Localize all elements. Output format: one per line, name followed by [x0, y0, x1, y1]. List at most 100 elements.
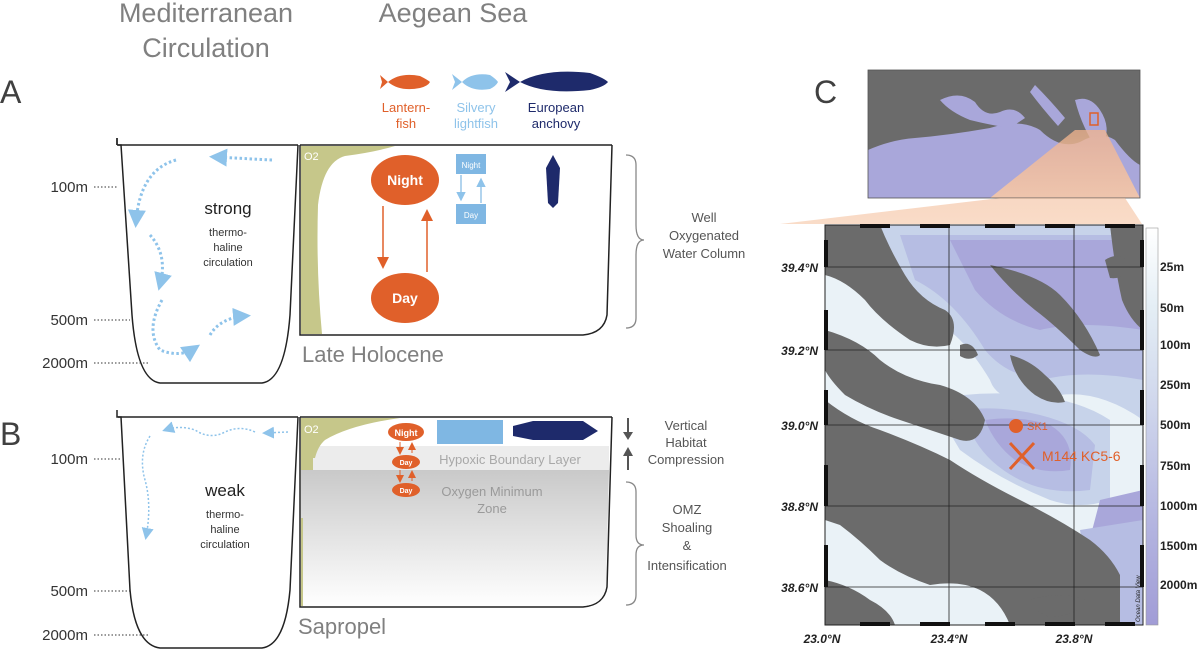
cbar-tick-3: 100m	[1160, 338, 1191, 352]
night-ellipse-a	[371, 155, 439, 205]
strong-desc-3: circulation	[203, 257, 253, 269]
strong-circulation-arrows	[127, 148, 273, 363]
omz-shoal-1: OMZ	[673, 502, 702, 517]
european-anchovy-label-2: anchovy	[532, 116, 581, 131]
omz-shoal-3: &	[683, 538, 692, 553]
day-ellipse-b2	[392, 483, 420, 497]
hypoxic-layer	[301, 446, 609, 470]
lat-label-2: 39.2°N	[781, 344, 818, 358]
anchovy-range-b	[513, 421, 598, 440]
depth-500m-a: 500m	[50, 312, 88, 329]
well-oxy-1: Well	[691, 210, 716, 225]
silvery-lightfish-label-2: lightfish	[454, 116, 498, 131]
omz-shoal-2: Shoaling	[662, 520, 713, 535]
day-label-a: Day	[392, 290, 418, 306]
period-sapropel: Sapropel	[298, 614, 386, 639]
panel-label-b: B	[0, 416, 21, 452]
period-late-holocene: Late Holocene	[302, 342, 444, 367]
depth-100m-a: 100m	[50, 179, 88, 196]
o2-label-b: O2	[304, 424, 319, 436]
lanternfish-label-1: Lantern-	[382, 100, 430, 115]
well-oxy-3: Water Column	[663, 246, 746, 261]
station-sk1-label: SK1	[1027, 421, 1048, 433]
header-mediterranean-line1: Mediterranean	[119, 0, 293, 28]
detail-map	[825, 225, 1143, 625]
o2-label-a: O2	[304, 151, 319, 163]
station-sk1-marker	[1009, 419, 1023, 433]
header-mediterranean-line2: Circulation	[142, 33, 270, 63]
oxygen-layer-a	[301, 146, 395, 334]
omz-shoal-4: Intensification	[647, 558, 727, 573]
cbar-tick-7: 1000m	[1160, 499, 1197, 513]
lat-label-4: 38.8°N	[781, 500, 818, 514]
cbar-tick-4: 250m	[1160, 378, 1191, 392]
cbar-tick-9: 2000m	[1160, 578, 1197, 592]
station-core-marker	[1008, 441, 1036, 471]
bracket-a	[625, 154, 645, 329]
lanternfish-icon	[380, 74, 430, 90]
european-anchovy-label-1: European	[528, 100, 584, 115]
well-oxy-2: Oxygenated	[669, 228, 739, 243]
day-box-a-lightfish	[456, 204, 486, 224]
hypoxic-layer-label: Hypoxic Boundary Layer	[439, 452, 581, 467]
day-label-b1: Day	[400, 460, 413, 467]
depth-2000m-a: 2000m	[42, 355, 88, 372]
lat-label-3: 39.0°N	[781, 419, 818, 433]
panel-label-c: C	[814, 74, 837, 110]
cbar-tick-8: 1500m	[1160, 539, 1197, 553]
strong-desc-2: haline	[213, 242, 242, 254]
lat-label-5: 38.6°N	[781, 581, 818, 595]
depth-100m-b: 100m	[50, 451, 88, 468]
day-small-a: Day	[464, 211, 478, 220]
omz-zone	[301, 470, 609, 606]
inset-projection	[780, 198, 1142, 224]
silvery-lightfish-icon	[452, 74, 498, 90]
strong-label: strong	[204, 199, 251, 218]
cbar-tick-6: 750m	[1160, 459, 1191, 473]
station-core-label: M144 KC5-6	[1042, 448, 1121, 464]
lat-label-1: 39.4°N	[781, 261, 818, 275]
map-frame-ticks	[824, 224, 1144, 626]
day-ellipse-b1	[392, 455, 420, 469]
weak-label: weak	[204, 481, 245, 500]
depth-500m-b: 500m	[50, 583, 88, 600]
weak-circulation-arrows	[141, 421, 289, 540]
night-label-a: Night	[387, 172, 423, 188]
basin-b-outline	[116, 410, 299, 649]
compression-arrow-down	[623, 418, 633, 440]
day-label-b2: Day	[400, 488, 413, 495]
lightfish-range-b	[437, 420, 503, 444]
european-anchovy-icon	[505, 71, 608, 92]
header-aegean: Aegean Sea	[379, 0, 529, 28]
inset-study-area-marker	[1089, 112, 1099, 126]
compression-2: Habitat	[665, 435, 707, 450]
anchovy-range-a	[546, 155, 560, 208]
night-small-a: Night	[462, 161, 481, 170]
bracket-b	[625, 481, 645, 606]
weak-desc-1: thermo-	[206, 509, 244, 521]
night-ellipse-b	[388, 423, 424, 441]
panel-label-a: A	[0, 74, 22, 110]
compression-3: Compression	[648, 452, 725, 467]
depth-2000m-b: 2000m	[42, 627, 88, 644]
day-ellipse-a	[371, 273, 439, 323]
strong-desc-1: thermo-	[209, 227, 247, 239]
night-label-b: Night	[395, 428, 418, 438]
oxygen-layer-b	[301, 418, 400, 458]
omz-label-1: Oxygen Minimum	[441, 484, 542, 499]
cbar-tick-2: 50m	[1160, 301, 1184, 315]
lon-label-3: 23.8°N	[1055, 632, 1093, 646]
lanternfish-label-2: fish	[396, 116, 416, 131]
inset-map	[868, 70, 1140, 198]
cbar-tick-5: 500m	[1160, 418, 1191, 432]
depth-colorbar	[1145, 227, 1159, 626]
lon-label-1: 23.0°N	[803, 632, 841, 646]
map-credit: Ocean Data View	[1136, 575, 1142, 622]
night-box-a-lightfish	[456, 154, 486, 174]
weak-desc-3: circulation	[200, 539, 250, 551]
silvery-lightfish-label-1: Silvery	[456, 100, 496, 115]
compression-arrow-up	[623, 447, 633, 470]
compression-1: Vertical	[665, 418, 708, 433]
